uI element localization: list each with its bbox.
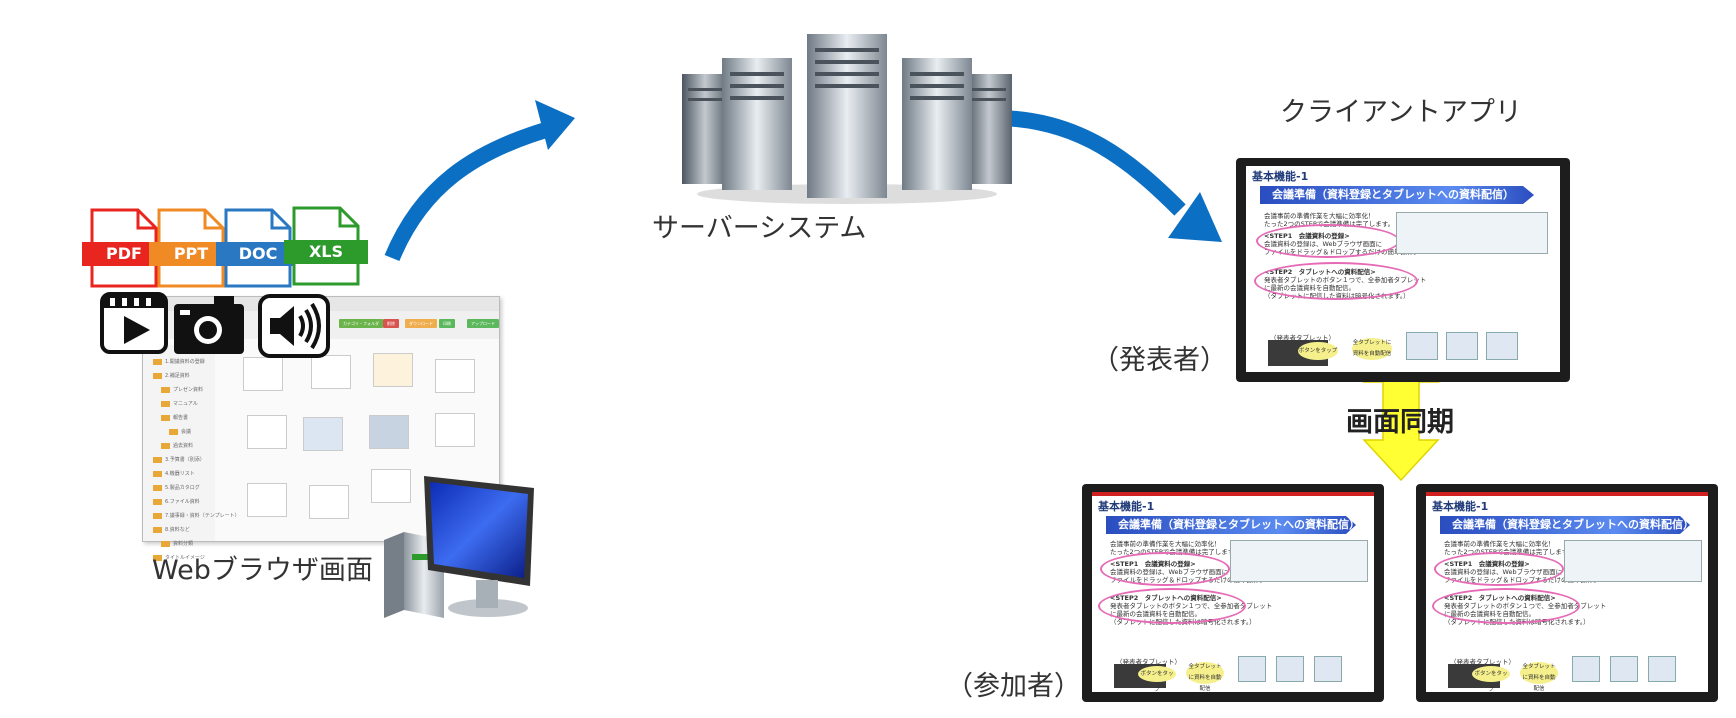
tablet-mini — [1314, 656, 1342, 682]
highlight-ellipse — [1098, 588, 1246, 624]
tap-bubble: ボタンをタップ — [1472, 666, 1510, 693]
browser-label: Webブラウザ画面 — [152, 555, 373, 586]
upload-arrowhead — [535, 100, 575, 150]
pdf-icon: PDF — [82, 208, 166, 288]
folder-item: 1.開議資料の登録 — [165, 359, 205, 365]
video-icon — [100, 290, 172, 362]
slide-text: 会議事前の準備作業を大幅に効率化！ — [1110, 540, 1221, 548]
file-thumbnail — [371, 469, 411, 503]
presenter-label: （発表者） — [1092, 345, 1227, 376]
doc-icon: DOC — [216, 208, 300, 288]
tablet-mini — [1276, 656, 1304, 682]
folder-item: 8.資料など — [165, 527, 190, 533]
toolbar-button: アップロード — [467, 319, 499, 328]
highlight-ellipse — [1254, 262, 1418, 300]
slide-screenshot — [1564, 540, 1702, 582]
upload-arrow — [384, 118, 563, 262]
slide-text: （発表者タブレット） — [1116, 658, 1181, 666]
tablet-mini — [1446, 332, 1478, 360]
dist-bubble: 全タブレットに資料を自動配信 — [1352, 338, 1392, 360]
file-thumbnail — [435, 359, 475, 393]
file-thumbnail — [309, 485, 349, 519]
folder-item: 2.補足資料 — [165, 373, 190, 379]
file-thumbnail — [243, 357, 283, 391]
highlight-ellipse — [1100, 552, 1230, 586]
highlight-ellipse — [1256, 224, 1400, 258]
dist-bubble: 全タブレットに資料を自動配信 — [1520, 662, 1558, 692]
highlight-ellipse — [1432, 588, 1580, 624]
client-label: クライアントアプリ — [1280, 97, 1522, 128]
folder-item: 報告書 — [173, 415, 189, 421]
toolbar-button: ダウンロード — [405, 319, 437, 328]
slide-text: 会議事前の準備作業を大幅に効率化！ — [1444, 540, 1555, 548]
distribute-arrow — [999, 110, 1186, 216]
participant-label: （参加者） — [946, 671, 1081, 702]
folder-item: タイトルイメージ — [165, 555, 205, 561]
slide-title: 基本機能-1 — [1252, 170, 1309, 183]
xls-icon: XLS — [284, 206, 368, 286]
speaker-icon — [258, 294, 330, 366]
file-thumbnail — [435, 413, 475, 447]
slide-title: 基本機能-1 — [1098, 500, 1155, 513]
tablet-mini — [1610, 656, 1638, 682]
slide-banner: 会議準備（資料登録とタブレットへの資料配信） — [1260, 186, 1534, 204]
folder-item: 過去資料 — [173, 443, 194, 449]
tablet-mini — [1572, 656, 1600, 682]
slide-screenshot — [1230, 540, 1368, 582]
file-thumbnail — [311, 355, 351, 389]
toolbar-button: 印刷 — [439, 319, 455, 328]
slide-text: 会議事前の準備作業を大幅に効率化！ — [1264, 212, 1375, 220]
folder-item: 7.議事録・資料（テンプレート） — [165, 513, 240, 519]
file-thumbnail — [369, 415, 409, 449]
tablet-mini — [1648, 656, 1676, 682]
tap-bubble: ボタンをタップ — [1138, 666, 1176, 693]
folder-item: プレゼン資料 — [173, 387, 204, 393]
file-thumbnail — [247, 415, 287, 449]
tablet-mini — [1406, 332, 1438, 360]
highlight-ellipse — [1434, 552, 1564, 586]
file-thumbnail — [373, 353, 413, 387]
participant-screen-2: 基本機能-1 会議準備（資料登録とタブレットへの資料配信） 会議事前の準備作業を… — [1416, 484, 1718, 702]
file-thumbnail — [303, 417, 343, 451]
file-thumbnail — [247, 483, 287, 517]
folder-item: 会議 — [181, 429, 192, 435]
folder-item: 4.機器リスト — [165, 471, 195, 477]
camera-icon — [172, 294, 244, 366]
dist-bubble: 全タブレットに資料を自動配信 — [1186, 662, 1224, 692]
tablet-mini — [1238, 656, 1266, 682]
ppt-icon: PPT — [149, 208, 233, 288]
folder-item: 5.製品カタログ — [165, 485, 200, 491]
browser-sidebar: 1.開議資料の登録 2.補足資料 プレゼン資料 マニュアル 報告書 会議 過去資… — [143, 345, 240, 561]
slide-title: 基本機能-1 — [1432, 500, 1489, 513]
server-label: サーバーシステム — [652, 213, 867, 244]
folder-item: 資料分類 — [173, 541, 194, 547]
folder-item: 3.予算書（別添） — [165, 457, 205, 463]
slide-text: （発表者タブレット） — [1270, 334, 1335, 342]
folder-item: マニュアル — [173, 401, 198, 407]
server-icon — [682, 34, 1012, 204]
slide-text: （発表者タブレット） — [1450, 658, 1515, 666]
sync-label: 画面同期 — [1346, 407, 1454, 438]
slide-banner: 会議準備（資料登録とタブレットへの資料配信） — [1106, 516, 1356, 534]
tablet-mini — [1486, 332, 1518, 360]
tap-bubble: ボタンをタップ — [1298, 342, 1338, 360]
computer-icon — [384, 476, 534, 618]
distribute-arrowhead — [1168, 192, 1222, 242]
folder-item: 6.ファイル資料 — [165, 499, 200, 505]
toolbar-button: 削除 — [383, 319, 399, 328]
slide-screenshot — [1396, 212, 1548, 254]
participant-screen-1: 基本機能-1 会議準備（資料登録とタブレットへの資料配信） 会議事前の準備作業を… — [1082, 484, 1384, 702]
presenter-screen: 基本機能-1 会議準備（資料登録とタブレットへの資料配信） 会議事前の準備作業を… — [1236, 158, 1570, 382]
toolbar-button: カテゴリ・フォルダ — [339, 319, 383, 328]
slide-banner: 会議準備（資料登録とタブレットへの資料配信） — [1440, 516, 1690, 534]
